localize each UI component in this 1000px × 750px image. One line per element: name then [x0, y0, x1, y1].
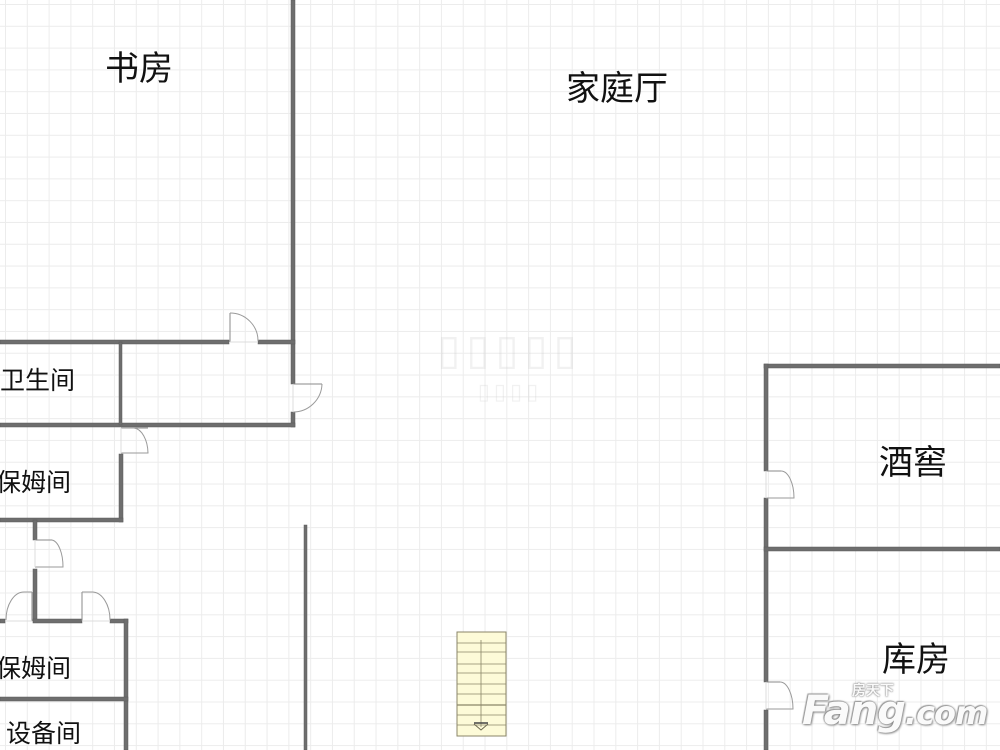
doors [5, 312, 795, 710]
door-storage-room[interactable] [765, 681, 794, 710]
wall-study-right [290, 0, 296, 385]
room-label-study: 书房 [105, 49, 173, 89]
door-wine-cellar[interactable] [765, 470, 795, 499]
brand-watermark: Fang.com 房天下 [802, 680, 992, 738]
wall-nanny1-right [118, 453, 124, 523]
room-label-family-hall: 家庭厅 [566, 69, 668, 109]
wall-nanny2-top-b [32, 618, 83, 624]
room-label-bathroom: 卫生间 [0, 366, 76, 395]
door-nanny-room-2-right[interactable] [81, 591, 111, 622]
room-label-nanny-room-2: 保姆间 [0, 654, 72, 683]
wall-study-bottom-left [0, 339, 230, 345]
brand-watermark-cn: 房天下 [852, 683, 894, 699]
wall-nanny1-bottom [0, 517, 124, 523]
door-small-corridor[interactable] [34, 539, 64, 568]
wall-equipment-top [0, 696, 129, 702]
wall-cellar-left-b [763, 497, 769, 683]
brand-watermark-logo: Fang.com [802, 688, 988, 734]
wall-study-bottom-right [257, 339, 296, 345]
wall-corridor-v-bottom [32, 568, 38, 623]
door-corridor-hall[interactable] [292, 383, 323, 413]
stair-down-arrow-icon [473, 723, 489, 731]
wall-nanny2-right [123, 618, 129, 750]
wall-cellar-top [763, 363, 1000, 369]
center-watermark-sub: ▯▯▯▯ [477, 380, 543, 405]
center-watermark-main: ▯▯▯▯▯ [437, 325, 583, 374]
wall-cellar-bottom [763, 546, 1000, 552]
room-label-storage-room: 库房 [882, 640, 950, 680]
room-label-nanny-room-1: 保姆间 [0, 468, 72, 497]
wall-nanny2-top-a [0, 618, 6, 624]
door-study[interactable] [229, 312, 259, 343]
room-label-wine-cellar: 酒窖 [879, 443, 947, 483]
door-nanny-room-2-left[interactable] [5, 591, 33, 622]
wall-cellar-left-a [763, 363, 769, 472]
wall-corridor-v-top [32, 519, 38, 541]
wall-storage-left [763, 709, 769, 750]
door-nanny-room-1[interactable] [120, 427, 149, 454]
room-label-equipment-room: 设备间 [6, 719, 82, 748]
wall-bathroom-right [118, 341, 123, 426]
wall-hall-left-lower [303, 524, 308, 750]
staircase[interactable] [456, 631, 507, 737]
center-watermark: ▯▯▯▯▯ ▯▯▯▯ [335, 325, 685, 425]
wall-corridor-bottom [0, 422, 296, 428]
